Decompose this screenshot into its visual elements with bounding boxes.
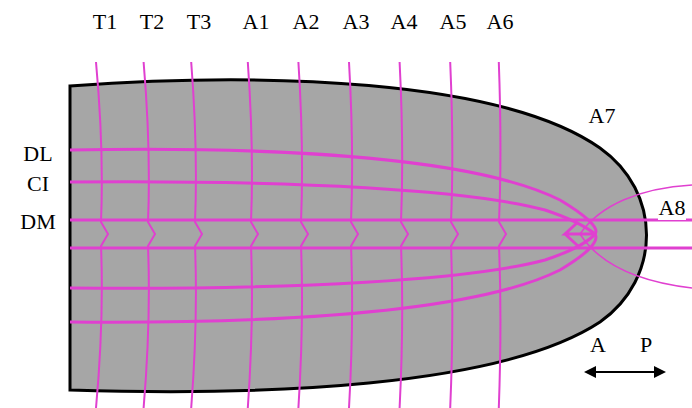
branch-label: CI [27, 172, 49, 196]
embryo-outline [70, 80, 647, 392]
branch-label: DL [23, 142, 52, 166]
axis-label: P [640, 333, 652, 357]
segment-line [144, 62, 155, 408]
segment-label: T2 [140, 10, 164, 34]
segment-label: A6 [487, 10, 514, 34]
segment-label: T1 [93, 10, 117, 34]
segment-label: A5 [440, 10, 467, 34]
segment-line [298, 62, 308, 408]
branch-label: DM [20, 210, 55, 234]
segment-line [191, 62, 202, 408]
segment-line [450, 62, 458, 408]
segment-line [499, 62, 506, 408]
segment-label: A1 [243, 10, 270, 34]
trunk-lines [70, 149, 692, 322]
segment-label: A4 [391, 10, 418, 34]
segment-label: A3 [343, 10, 370, 34]
posterior-branches [580, 185, 692, 288]
segment-label: A2 [293, 10, 320, 34]
segment-label: A7 [589, 104, 616, 128]
segment-line [248, 62, 258, 408]
segment-label: T3 [187, 10, 211, 34]
segment-label: A8 [658, 196, 687, 220]
segment-line [349, 62, 358, 408]
axis-arrow [584, 366, 666, 378]
axis-label: A [590, 333, 606, 357]
segment-lines [96, 62, 506, 408]
segment-line [400, 62, 408, 408]
segment-line [96, 62, 108, 408]
